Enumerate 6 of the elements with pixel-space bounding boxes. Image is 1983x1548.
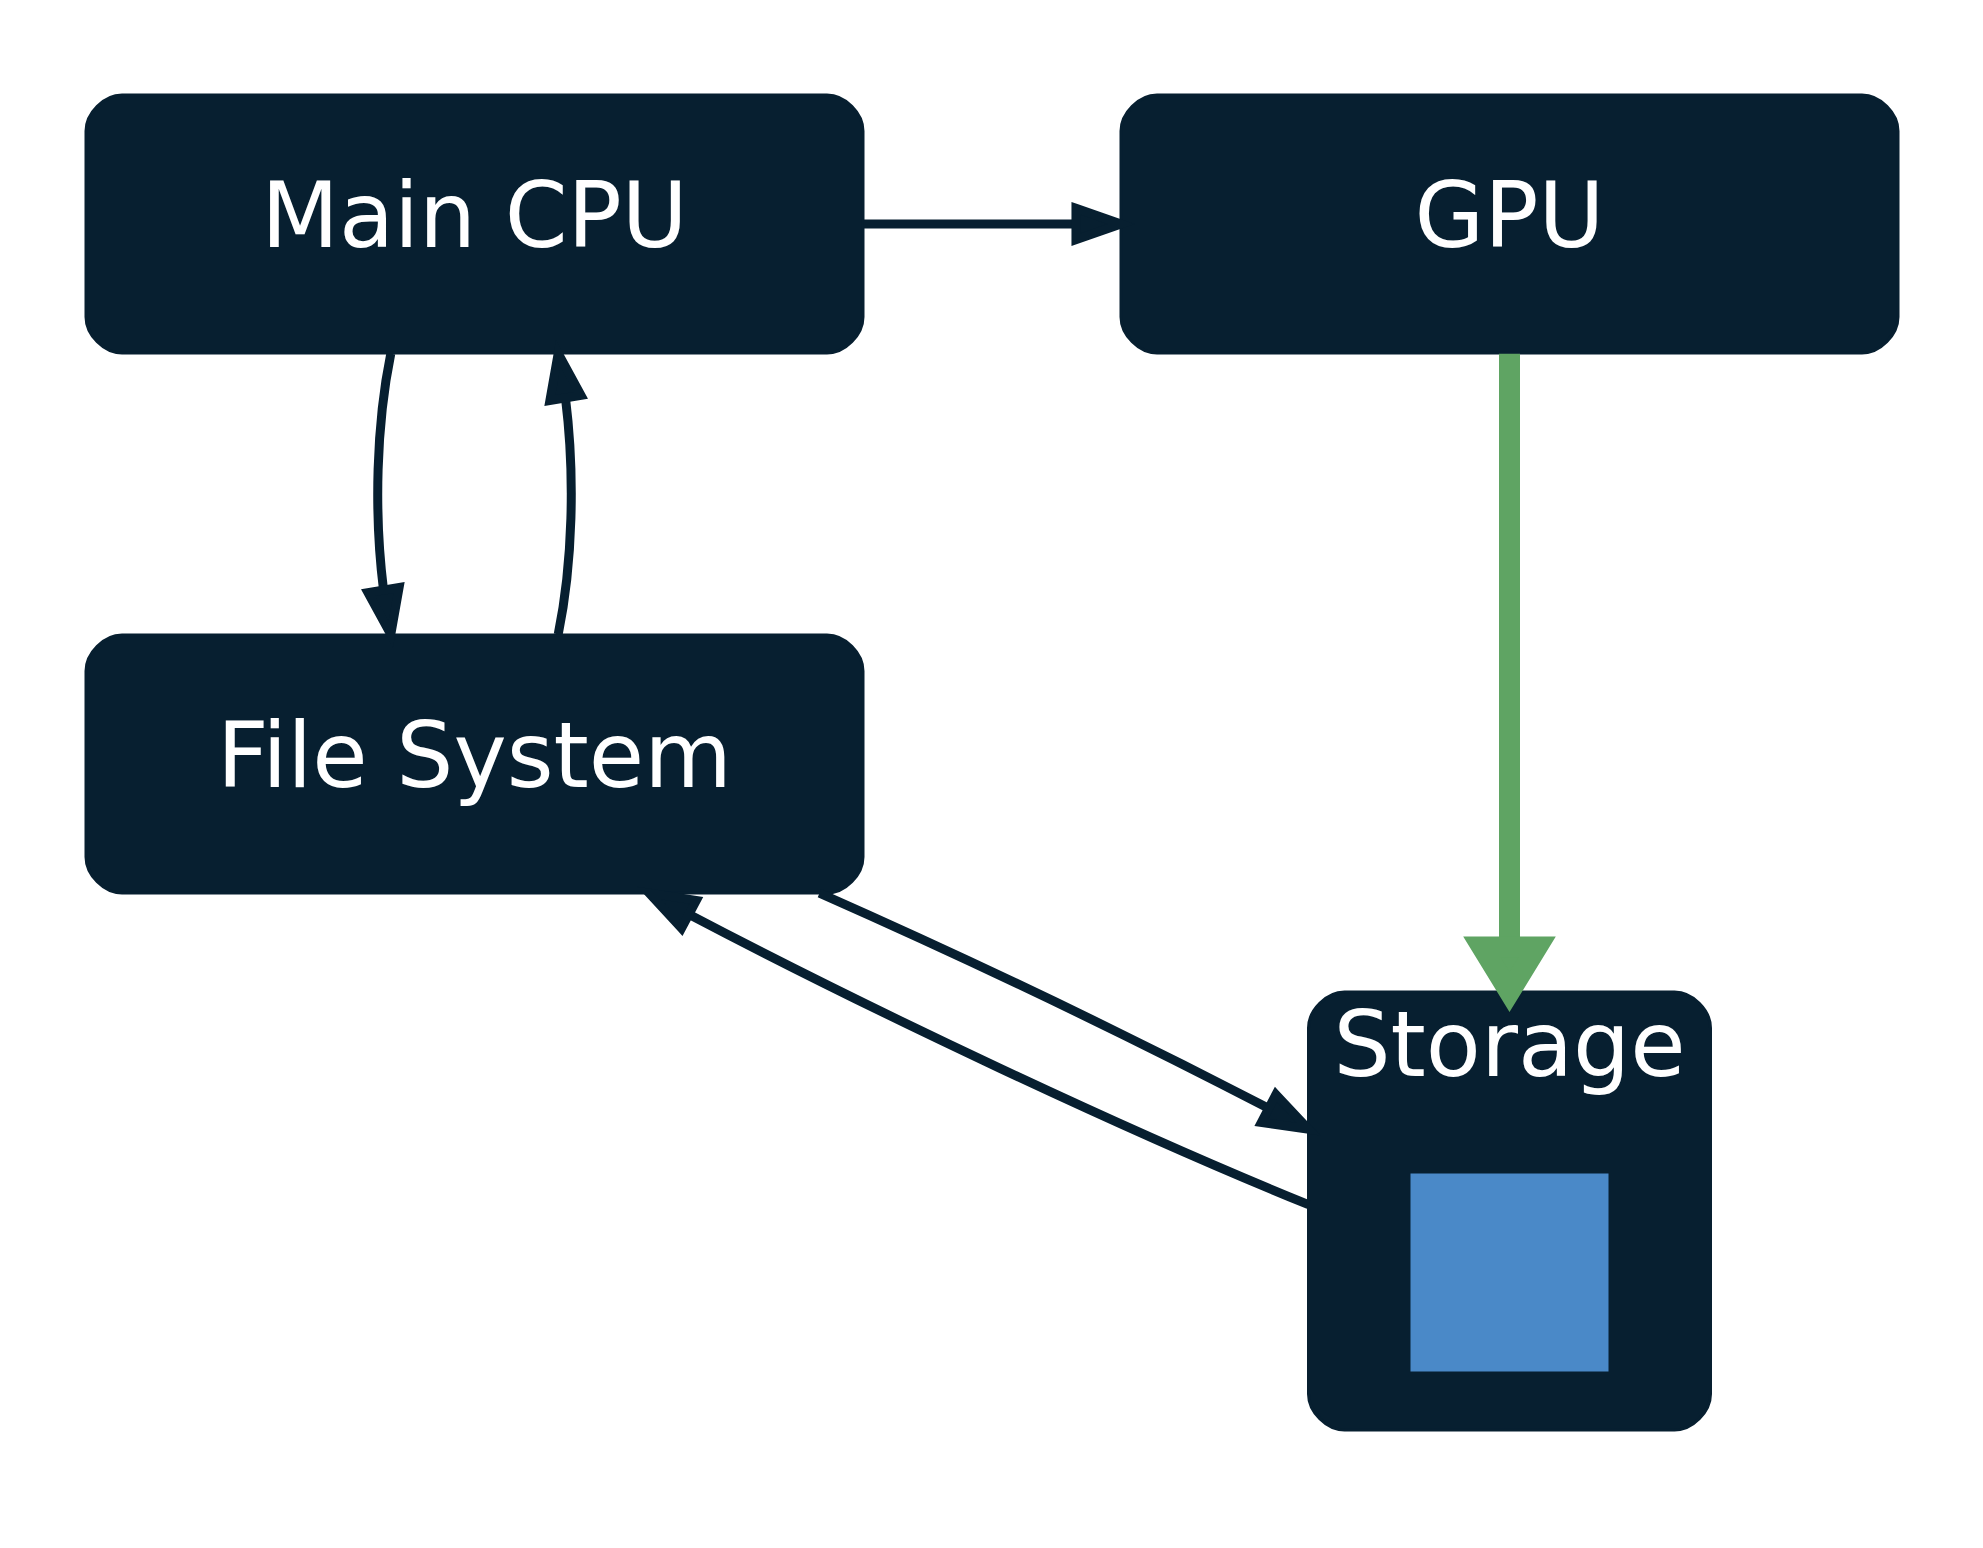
arrow [1462, 353, 1556, 1012]
node-box [1410, 1173, 1608, 1371]
node-box: GPU [1119, 93, 1899, 354]
cluster: Storage [1306, 990, 1712, 1431]
node-box: Main CPU [84, 93, 864, 354]
node-box: File System [84, 633, 864, 894]
